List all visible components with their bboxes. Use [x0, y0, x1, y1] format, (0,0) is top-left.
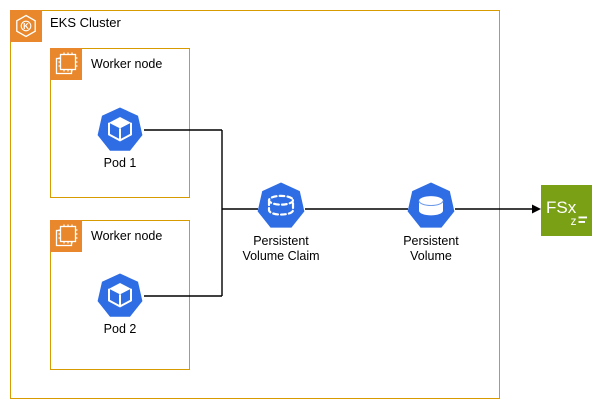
- persistent-volume-icon: [407, 182, 455, 228]
- worker-node-label-1: Worker node: [91, 57, 163, 71]
- cpu-chip-icon: [50, 48, 82, 80]
- pod2-label: Pod 2: [103, 322, 137, 336]
- eks-cluster-icon: K: [10, 10, 42, 42]
- fsx-openzfs-icon: FSx z: [541, 185, 592, 236]
- arrowhead-icon: [532, 204, 541, 214]
- pod1-label: Pod 1: [103, 156, 137, 170]
- eks-cluster-label: EKS Cluster: [50, 15, 121, 30]
- cpu-chip-icon: [50, 220, 82, 252]
- fsx-label: FSx: [546, 198, 577, 217]
- eks-icon-letter: K: [23, 22, 29, 31]
- kubernetes-pod-icon: [97, 273, 143, 317]
- persistent-volume-claim-icon: [257, 182, 305, 228]
- fsx-zfs-bars: [578, 216, 587, 223]
- fsx-z-glyph: z: [571, 214, 577, 228]
- persistent-volume-label: Persistent Volume: [403, 234, 459, 263]
- kubernetes-pod-icon: [97, 107, 143, 151]
- persistent-volume-claim-label: Persistent Volume Claim: [242, 234, 320, 263]
- worker-node-label-2: Worker node: [91, 229, 163, 243]
